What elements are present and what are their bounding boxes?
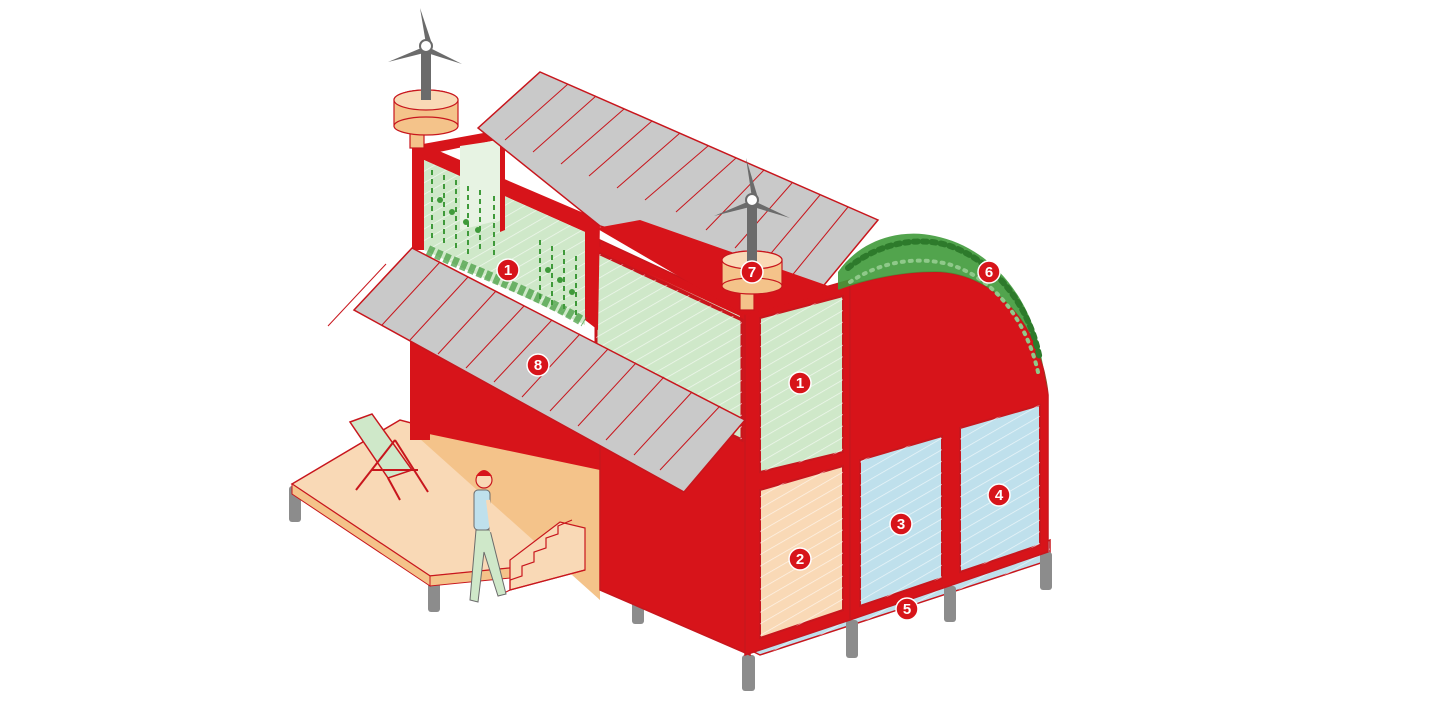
- svg-text:1: 1: [796, 375, 804, 392]
- svg-text:8: 8: [534, 357, 542, 374]
- label-greenhouse: 1: [497, 259, 519, 281]
- label-green-roof: 6: [978, 261, 1000, 283]
- label-base: 5: [896, 598, 918, 620]
- wind-turbine-icon: [388, 8, 462, 148]
- svg-text:4: 4: [995, 487, 1004, 504]
- svg-text:6: 6: [985, 264, 993, 281]
- label-wall-blue-left: 3: [890, 513, 912, 535]
- svg-text:1: 1: [504, 262, 512, 279]
- label-wall-orange: 2: [789, 548, 811, 570]
- svg-text:3: 3: [897, 516, 905, 533]
- svg-text:7: 7: [748, 264, 756, 281]
- svg-text:5: 5: [903, 601, 911, 618]
- label-wall-blue-right: 4: [988, 484, 1010, 506]
- label-turbine: 7: [741, 261, 763, 283]
- label-solar-roof: 8: [527, 354, 549, 376]
- label-wall-green: 1: [789, 372, 811, 394]
- svg-text:2: 2: [796, 551, 804, 568]
